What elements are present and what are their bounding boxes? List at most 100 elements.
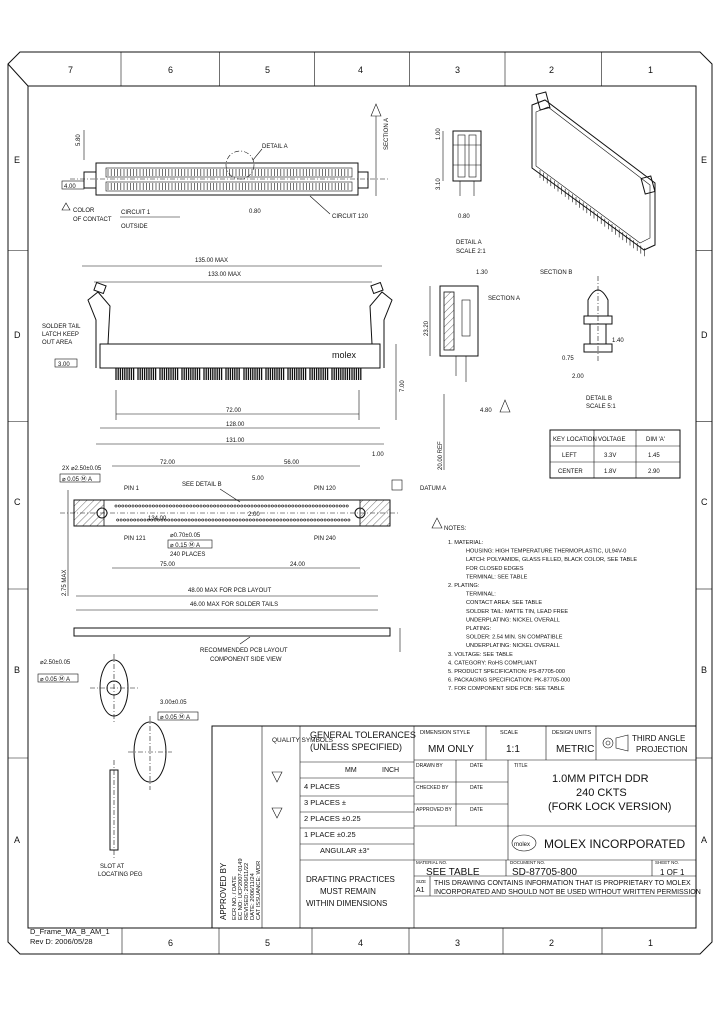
pcb-dim-134: 134.00	[148, 516, 167, 522]
pcb-hole	[221, 518, 225, 522]
note-line: LATCH: POLYAMIDE, GLASS FILLED, BLACK CO…	[466, 557, 637, 563]
note-line: 2. PLATING:	[448, 583, 480, 589]
front-height: 7.00	[400, 380, 406, 392]
detail-b-dim3: 2.00	[572, 374, 584, 380]
pcb-hole	[192, 504, 196, 508]
pcb-dim-5: 5.00	[252, 476, 264, 482]
pcb-hole	[270, 504, 274, 508]
pcb-hole	[255, 518, 259, 522]
zone-marker-left: D	[14, 330, 21, 340]
zone-marker-bottom: 5	[265, 938, 270, 948]
pcb-hole	[126, 518, 130, 522]
pcb-pin-121: PIN 121	[124, 536, 146, 542]
pcb-hole	[252, 518, 256, 522]
circuit-last-label: CIRCUIT 120	[332, 214, 369, 220]
pcb-hole	[250, 504, 254, 508]
isometric-view	[531, 91, 656, 257]
table-cell: 1.45	[648, 453, 660, 459]
pcb-hole	[342, 504, 346, 508]
pcb-hole	[281, 504, 285, 508]
within-dimensions: WITHIN DIMENSIONS	[306, 899, 387, 908]
pcb-hole	[197, 518, 201, 522]
pcb-hole	[333, 518, 337, 522]
tol-4-places: 4 PLACES	[304, 782, 340, 791]
pcb-hole	[344, 518, 347, 522]
pcb-hole	[325, 504, 329, 508]
side-section-view: 1.30 SECTION A 23.20 20.00 REF 4.80	[424, 270, 520, 470]
pcb-hole	[293, 518, 296, 522]
pcb-hole	[276, 518, 279, 522]
pcb-hole	[119, 518, 123, 522]
pcb-hole	[245, 518, 249, 522]
pcb-hole	[247, 504, 251, 508]
pcb-hole	[298, 504, 302, 508]
zone-marker-top: 7	[68, 65, 73, 75]
note-line: 5. PRODUCT SPECIFICATION: PS-87705-000	[448, 669, 565, 675]
pcb-hole	[284, 504, 288, 508]
pcb-hole	[121, 504, 125, 508]
pcb-hole	[345, 504, 349, 508]
pcb-hole	[323, 518, 327, 522]
note-line: TERMINAL: SEE TABLE	[466, 574, 528, 580]
note-line: 4. CATEGORY: RoHS COMPLIANT	[448, 660, 538, 666]
notes-header: NOTES:	[444, 526, 467, 532]
footer-line-1: D_Frame_MA_B_AM_1	[30, 927, 110, 936]
pcb-hole	[138, 504, 142, 508]
pcb-dim-24: 24.00	[290, 562, 306, 568]
pcb-hole	[321, 504, 325, 508]
zone-marker-bottom: 1	[648, 938, 653, 948]
pcb-hole	[148, 504, 152, 508]
pcb-hole	[242, 518, 245, 522]
pcb-hole	[262, 518, 266, 522]
pcb-hole	[320, 518, 324, 522]
table-header-voltage: VOLTAGE	[598, 437, 625, 443]
pcb-hole	[219, 504, 223, 508]
pcb-hole	[248, 518, 252, 522]
pcb-left-dim: 2.00	[248, 512, 260, 518]
zone-marker-bottom: 4	[358, 938, 363, 948]
pcb-hole	[238, 518, 242, 522]
title-line-2: 240 CKTS	[576, 787, 627, 799]
detail-a-dim-mid: 3.10	[436, 178, 442, 190]
drawing-notes: NOTES: 1. MATERIAL:HOUSING: HIGH TEMPERA…	[431, 517, 637, 692]
pcb-hole	[141, 504, 145, 508]
pcb-hole	[272, 518, 276, 522]
pcb-dim-72: 72.00	[160, 460, 176, 466]
pcb-hole	[172, 504, 176, 508]
zone-marker-top: 1	[648, 65, 653, 75]
pcb-hole	[128, 504, 132, 508]
pcb-hole	[230, 504, 234, 508]
table-cell: 1.8V	[604, 469, 616, 475]
tol-3-places: 3 PLACES ±	[304, 798, 346, 807]
side-dim-body: 4.80	[480, 408, 492, 414]
dimension-style-label: DIMENSION STYLE	[420, 730, 470, 736]
detail-b: SECTION B 0.75 1.40 2.00 DETAIL B SCALE …	[540, 270, 624, 410]
pcb-hole	[201, 518, 205, 522]
detail-c-dim1: ⌀2.50±0.05	[40, 660, 71, 666]
detail-b-title: DETAIL B	[586, 396, 612, 402]
pcb-dim-75: 75.00	[160, 562, 176, 568]
pcb-hole	[311, 504, 315, 508]
pcb-hole	[226, 504, 230, 508]
detail-a: 1.00 3.10 0.80 DETAIL A SCALE 2:1	[436, 128, 486, 255]
document-no: SD-87705-800	[512, 867, 577, 878]
side-dim-top: 1.30	[476, 270, 488, 276]
proprietary-1: THIS DRAWING CONTAINS INFORMATION THAT I…	[434, 880, 691, 887]
note-line: 3. VOLTAGE: SEE TABLE	[448, 652, 513, 658]
pcb-hole	[133, 518, 137, 522]
pcb-hole	[114, 504, 118, 508]
detail-a-title: DETAIL A	[456, 240, 482, 246]
pcb-hole-rows	[114, 504, 351, 522]
table-cell: CENTER	[558, 469, 583, 475]
revision-entry: CAT ISSUANCE: WDR	[256, 861, 262, 920]
pcb-hole	[146, 518, 150, 522]
checked-by-label: CHECKED BY	[416, 785, 449, 791]
pcb-lead: 2.75 MAX	[62, 570, 68, 596]
zone-marker-top: 5	[265, 65, 270, 75]
table-cell: LEFT	[562, 453, 577, 459]
pcb-hole	[140, 518, 143, 522]
side-dim-height: 23.20	[424, 320, 430, 336]
zone-marker-right: C	[701, 497, 708, 507]
